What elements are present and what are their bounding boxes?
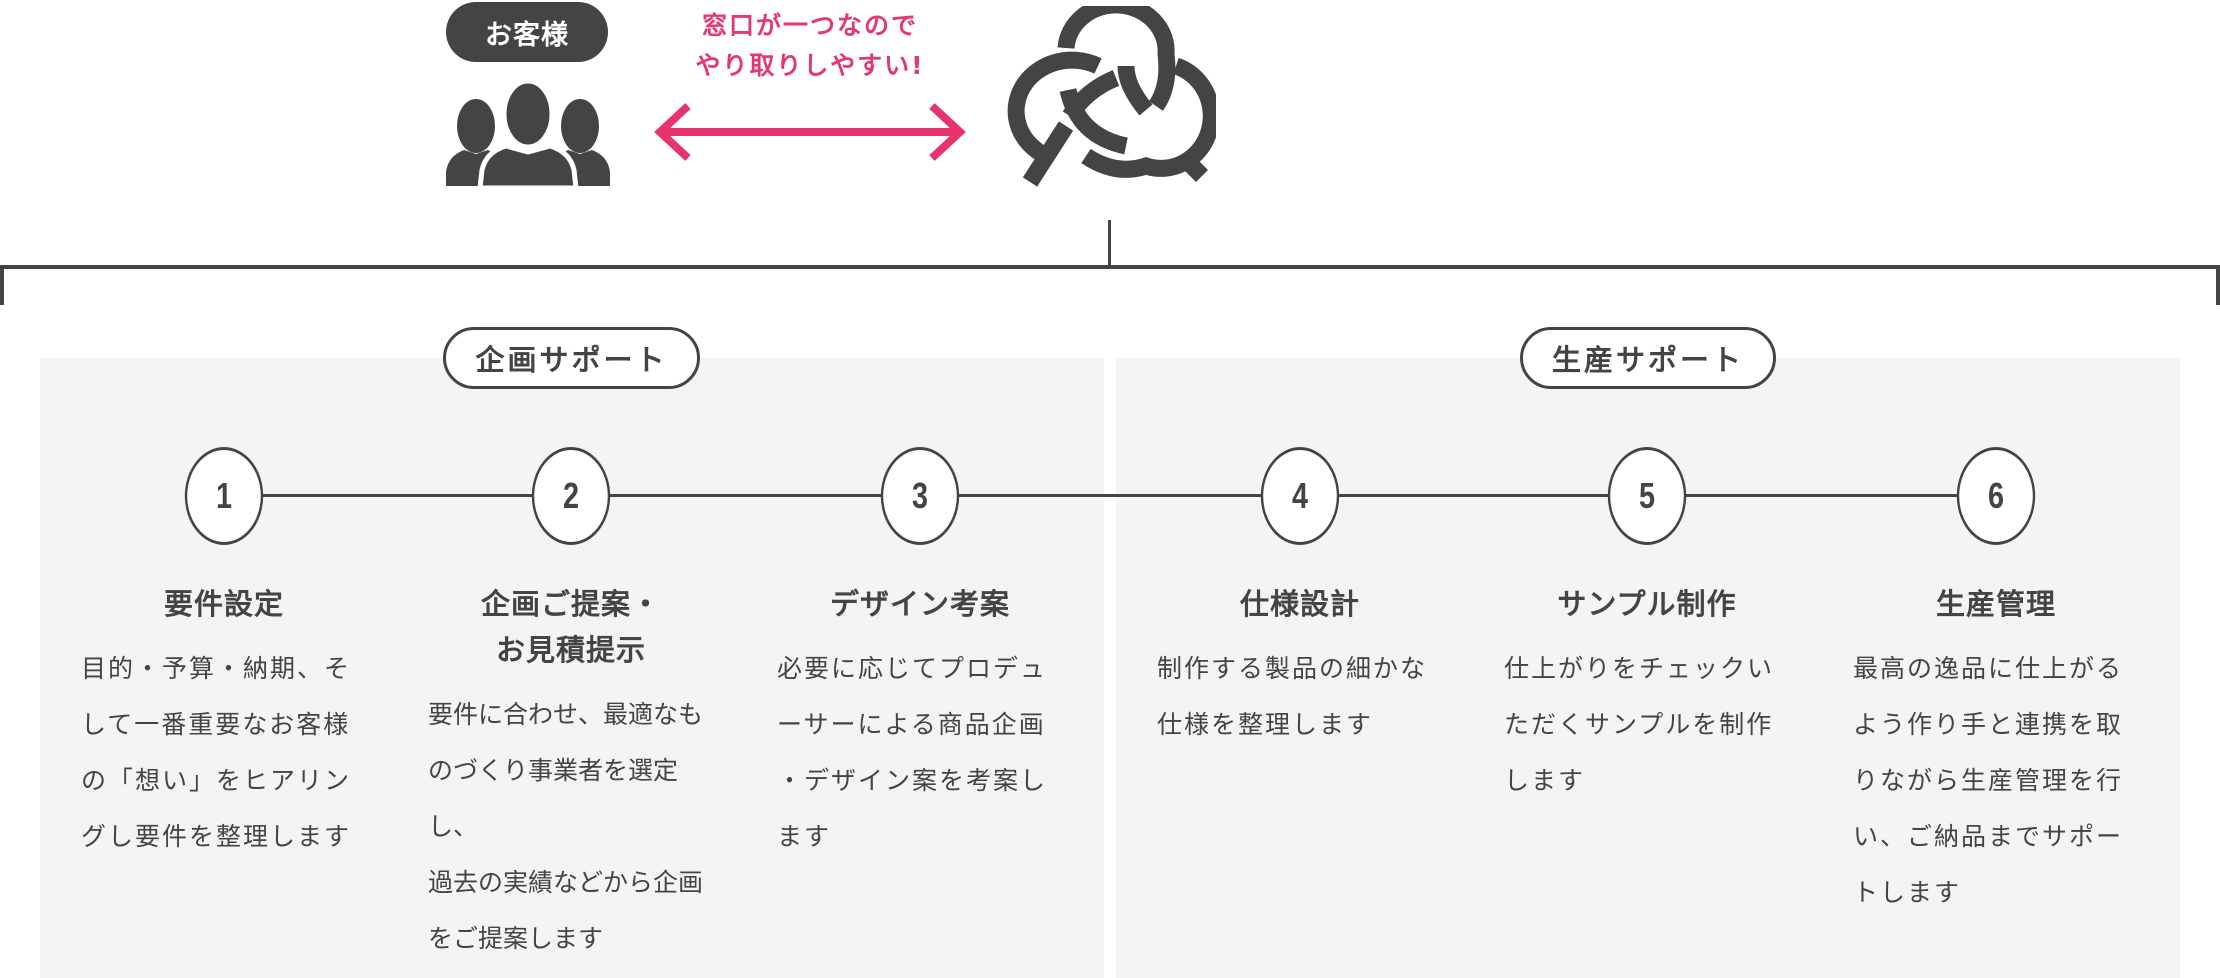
step-2: 2 企画ご提案・ お見積提示 要件に合わせ、最適なも のづくり事業者を選定し、 … (421, 447, 721, 967)
step-number: 3 (911, 475, 929, 516)
step-number-badge: 6 (1956, 447, 2036, 545)
connector-vertical-line (1108, 220, 1111, 268)
step-6: 6 生産管理 最高の逸品に仕上がる よう作り手と連携を取 りながら生産管理を行 … (1846, 447, 2146, 921)
customer-label: お客様 (446, 2, 608, 62)
catchphrase: 窓口が一つなので やり取りしやすい! (660, 6, 960, 86)
bracket-left-end (0, 265, 4, 305)
step-4: 4 仕様設計 制作する製品の細かな 仕様を整理します (1150, 447, 1450, 753)
step-number-badge: 4 (1260, 447, 1340, 545)
step-1: 1 要件設定 目的・予算・納期、そ して一番重要なお客様 の「想い」をヒアリン … (74, 447, 374, 865)
knot-logo-icon (1007, 6, 1216, 187)
step-5: 5 サンプル制作 仕上がりをチェックい ただくサンプルを制作 します (1497, 447, 1797, 809)
step-title: 仕様設計 (1239, 587, 1360, 621)
step-title: 企画ご提案・ お見積提示 (480, 587, 661, 667)
production-support-label: 生産サポート (1520, 327, 1776, 389)
timeline-line (224, 494, 1996, 497)
step-description: 必要に応じてプロデュ ーサーによる商品企画 ・デザイン案を考案し ます (777, 654, 1048, 851)
step-number: 5 (1638, 475, 1656, 516)
step-title: 生産管理 (1935, 587, 2056, 621)
step-description: 要件に合わせ、最適なも のづくり事業者を選定し、 過去の実績などから企画 をご提… (428, 700, 704, 953)
catchphrase-line2: やり取りしやすい! (695, 51, 925, 80)
step-number-badge: 2 (531, 447, 611, 545)
bracket-right-end (2216, 265, 2220, 305)
step-number: 2 (562, 475, 580, 516)
step-number: 4 (1291, 475, 1309, 516)
people-group-icon (446, 80, 610, 186)
step-description: 目的・予算・納期、そ して一番重要なお客様 の「想い」をヒアリン グし要件を整理… (81, 654, 352, 851)
planning-support-label: 企画サポート (443, 327, 700, 389)
step-number: 6 (1987, 475, 2005, 516)
step-description: 制作する製品の細かな 仕様を整理します (1157, 654, 1428, 739)
step-title: デザイン考案 (829, 587, 1010, 621)
step-description: 仕上がりをチェックい ただくサンプルを制作 します (1504, 654, 1775, 795)
step-number-badge: 5 (1607, 447, 1687, 545)
bracket-horizontal-line (0, 265, 2220, 269)
step-title: サンプル制作 (1557, 587, 1737, 621)
step-description: 最高の逸品に仕上がる よう作り手と連携を取 りながら生産管理を行 い、ご納品まで… (1853, 654, 2124, 907)
step-number-badge: 3 (880, 447, 960, 545)
step-number-badge: 1 (184, 447, 264, 545)
step-number: 1 (215, 475, 233, 516)
step-3: 3 デザイン考案 必要に応じてプロデュ ーサーによる商品企画 ・デザイン案を考案… (770, 447, 1070, 865)
double-arrow-icon (654, 103, 966, 161)
step-title: 要件設定 (163, 587, 284, 621)
catchphrase-line1: 窓口が一つなので (701, 11, 918, 40)
